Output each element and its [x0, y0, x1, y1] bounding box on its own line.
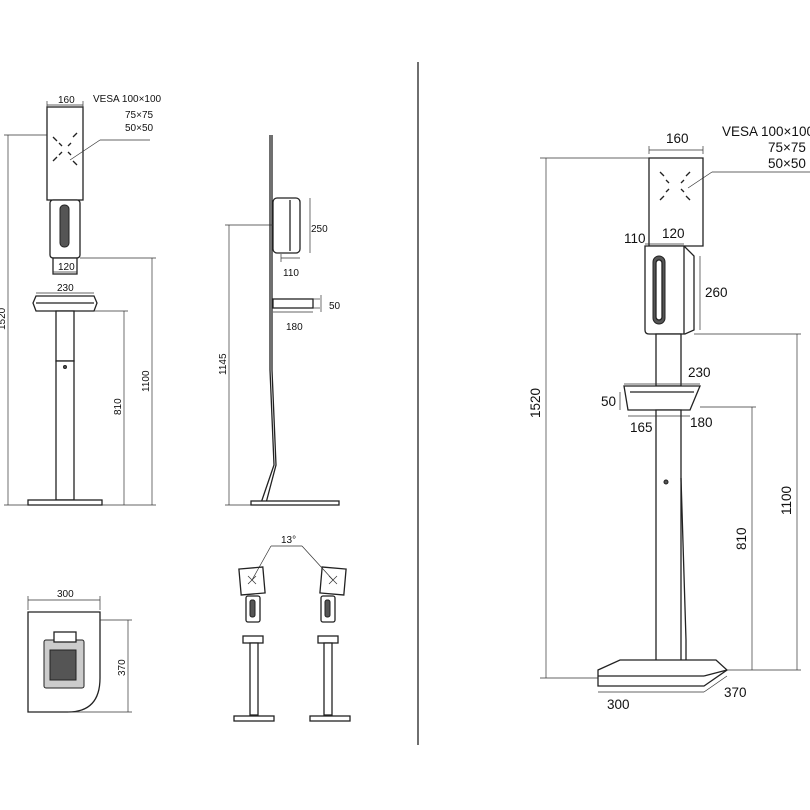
tilt-angle: 13°	[281, 535, 296, 546]
side-pole	[260, 135, 275, 504]
dim-230: 230	[57, 283, 74, 294]
iso-pole-upper	[655, 333, 682, 387]
dim-110: 110	[283, 268, 299, 279]
dim-250: 250	[311, 224, 328, 235]
dim-120: 120	[58, 262, 75, 273]
vesa-75: 75×75	[125, 110, 154, 121]
dim-50: 50	[329, 301, 341, 312]
side-tray	[272, 298, 314, 309]
iso-vesa-50: 50×50	[768, 156, 806, 171]
iso-dispenser	[644, 245, 695, 335]
tilt-view: 13°	[233, 535, 351, 722]
dim-1145: 1145	[218, 353, 229, 375]
iso-vesa-holes	[659, 171, 691, 201]
iso-dim-1100: 1100	[779, 486, 794, 515]
dim-160: 160	[58, 95, 75, 106]
vesa-50: 50×50	[125, 123, 154, 134]
dim-300: 300	[57, 589, 74, 600]
dispenser-bracket	[52, 257, 78, 275]
iso-dim-230: 230	[688, 365, 711, 380]
dim-1100: 1100	[141, 370, 152, 392]
iso-vesa-panel	[648, 157, 704, 247]
tilt-right-panel	[319, 566, 347, 596]
iso-view: 160 VESA 100×100 75×75 50×50 110 120 260…	[528, 124, 810, 712]
dispenser-window	[59, 204, 70, 248]
iso-dim-260: 260	[705, 285, 728, 300]
front-view-small: 160 VESA 100×100 75×75 50×50 120 230 152…	[0, 94, 162, 506]
pole-lower	[55, 360, 75, 501]
base-top-view: 300 370	[27, 589, 132, 713]
iso-vesa-label: VESA 100×100	[722, 124, 810, 139]
iso-dim-160: 160	[666, 131, 689, 146]
iso-dim-110: 110	[624, 231, 646, 246]
vesa-label: VESA 100×100	[93, 94, 162, 105]
dim-180: 180	[286, 322, 303, 333]
side-base	[250, 500, 340, 506]
vesa-panel	[46, 106, 84, 201]
iso-dim-810: 810	[734, 527, 749, 550]
side-dispenser	[272, 197, 301, 254]
iso-dim-165: 165	[630, 420, 653, 435]
dim-1520: 1520	[0, 307, 8, 330]
dim-370: 370	[117, 659, 128, 676]
iso-vesa-75: 75×75	[768, 140, 806, 155]
iso-tray	[623, 385, 701, 411]
base-plate	[27, 499, 103, 506]
vesa-holes	[52, 132, 78, 166]
iso-dim-300: 300	[607, 697, 630, 712]
iso-dim-50: 50	[601, 394, 616, 409]
pole-upper	[55, 310, 75, 362]
iso-dim-180: 180	[690, 415, 713, 430]
iso-dim-1520: 1520	[528, 388, 543, 418]
side-view-small: 250 110 50 180 1145	[218, 135, 341, 506]
iso-dim-370: 370	[724, 685, 747, 700]
iso-dim-120: 120	[662, 226, 685, 241]
iso-base-plate	[597, 659, 729, 687]
tilt-left-panel	[238, 566, 266, 596]
dim-810: 810	[113, 398, 124, 415]
